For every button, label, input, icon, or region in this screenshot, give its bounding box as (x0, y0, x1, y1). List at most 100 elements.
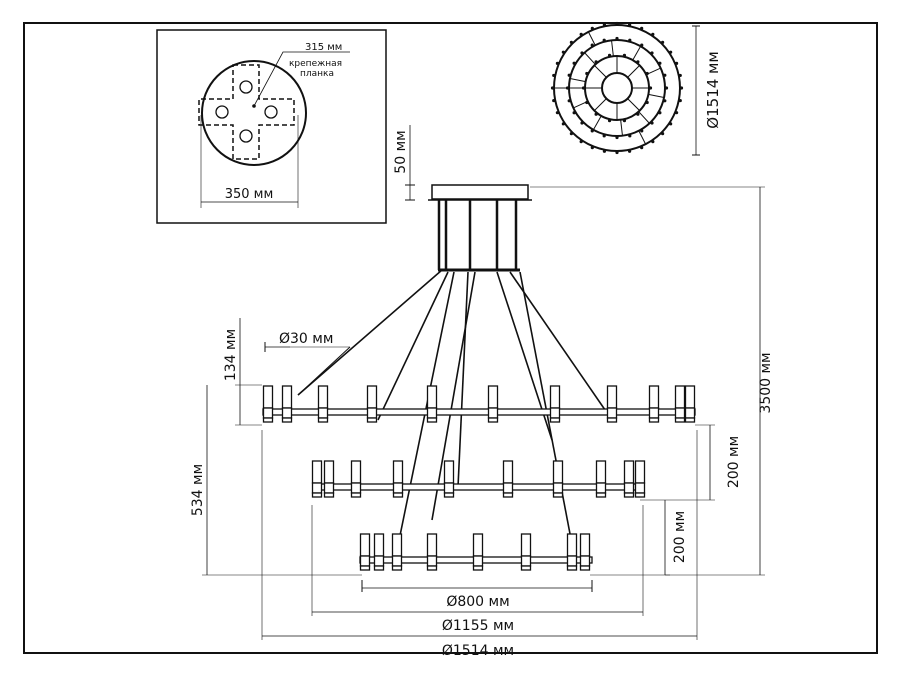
screw-hole (215, 105, 229, 119)
lamp-dot (579, 32, 583, 36)
lamp-base (373, 565, 385, 571)
lamp-shade (366, 385, 378, 409)
tier-ring (312, 483, 644, 491)
cable (431, 271, 476, 521)
lamp-dot (661, 132, 665, 136)
lamp-holder (579, 555, 591, 567)
mount-inset: 315 мм крепежная планка 350 мм (156, 29, 387, 224)
lamp-base (317, 417, 329, 423)
lamp-dot (585, 100, 589, 105)
lamp-shade (595, 460, 607, 484)
lamp-base (634, 492, 646, 498)
lamp-base (472, 565, 484, 571)
spoke (594, 65, 607, 78)
lamp-shade (443, 460, 455, 484)
lamp-dot (658, 111, 662, 115)
lamp-base (623, 492, 635, 498)
lamp-base (579, 565, 591, 571)
tier2-diameter-label: Ø1155 мм (442, 618, 514, 634)
lamp-dot (580, 121, 584, 125)
lamp-base (350, 492, 362, 498)
spoke (632, 45, 642, 61)
lamp-base (520, 565, 532, 571)
lamp-holder (623, 482, 635, 494)
lamp-dot (615, 150, 619, 155)
spoke (569, 77, 586, 83)
spoke (594, 98, 607, 111)
lamp-dot (650, 51, 654, 55)
page-frame (23, 22, 878, 654)
lamp-holder (366, 407, 378, 419)
lamp-holder (684, 407, 696, 419)
lamp-dot (640, 129, 644, 133)
lamp-base (502, 492, 514, 498)
lamp-base (391, 565, 403, 571)
lamp-shade (648, 385, 660, 409)
plate-caption: планка (300, 69, 334, 79)
lamp-dot (572, 61, 576, 65)
lamp-dot (561, 122, 565, 126)
lamp-dot (640, 43, 644, 47)
lamp-shade (426, 385, 438, 409)
lamp-dot (550, 86, 555, 90)
lamp-dot (678, 98, 682, 103)
lamp-shade (623, 460, 635, 484)
top-view-diameter: Ø1514 мм (704, 51, 722, 128)
lamp-dot (658, 61, 662, 65)
lamp-dot (679, 86, 684, 90)
lamp-dot (628, 134, 632, 138)
lamp-holder (606, 407, 618, 419)
lamp-dot (552, 73, 556, 78)
lamp-holder (648, 407, 660, 419)
tier3-diameter-label: Ø800 мм (446, 594, 509, 610)
lamp-holder (426, 407, 438, 419)
lamp-holder (426, 555, 438, 567)
lamp-shade (311, 460, 323, 484)
lamp-holder (373, 555, 385, 567)
plate-label: 315 мм (305, 42, 342, 53)
lamp-holder (262, 407, 274, 419)
lamp-dot (581, 86, 586, 90)
lamp-shade (350, 460, 362, 484)
lamp-dot (602, 38, 606, 42)
lamp-base (684, 417, 696, 423)
lamp-base (262, 417, 274, 423)
lamp-shade (262, 385, 274, 409)
lamp-holder (392, 482, 404, 494)
lamp-dot (663, 73, 667, 77)
spoke (620, 119, 623, 136)
lamp-holder (472, 555, 484, 567)
lamp-shade (317, 385, 329, 409)
tier1-diameter-label: Ø1514 мм (442, 643, 514, 659)
lamp-dot (555, 61, 560, 65)
spoke (627, 98, 640, 111)
lamp-dot (640, 145, 644, 150)
lamp-dot (585, 71, 589, 76)
lamp-holder (350, 482, 362, 494)
lamp-shade (323, 460, 335, 484)
spoke (611, 40, 614, 57)
lamp-holder (281, 407, 293, 419)
lamp-base (311, 492, 323, 498)
lamp-dot (615, 21, 619, 26)
suspension-cables (297, 269, 613, 561)
lamp-holder (566, 555, 578, 567)
lamp-base (487, 417, 499, 423)
lamp-dot (607, 119, 612, 123)
lamp-dot (607, 53, 612, 57)
lamp-shade (426, 533, 438, 557)
lamp-dot (627, 149, 632, 153)
lamp-dot (590, 43, 594, 47)
lamp-dot (650, 121, 654, 125)
screw-hole (264, 105, 278, 119)
inset-frame (156, 29, 387, 224)
spoke (638, 111, 650, 124)
lamp-dot (590, 129, 594, 133)
lamp-shade (552, 460, 564, 484)
lamp-base (606, 417, 618, 423)
cable (509, 271, 613, 421)
lamp-dot (567, 99, 571, 103)
lamp-shade (579, 533, 591, 557)
lamp-holder (552, 482, 564, 494)
lamp-dot (648, 86, 653, 90)
